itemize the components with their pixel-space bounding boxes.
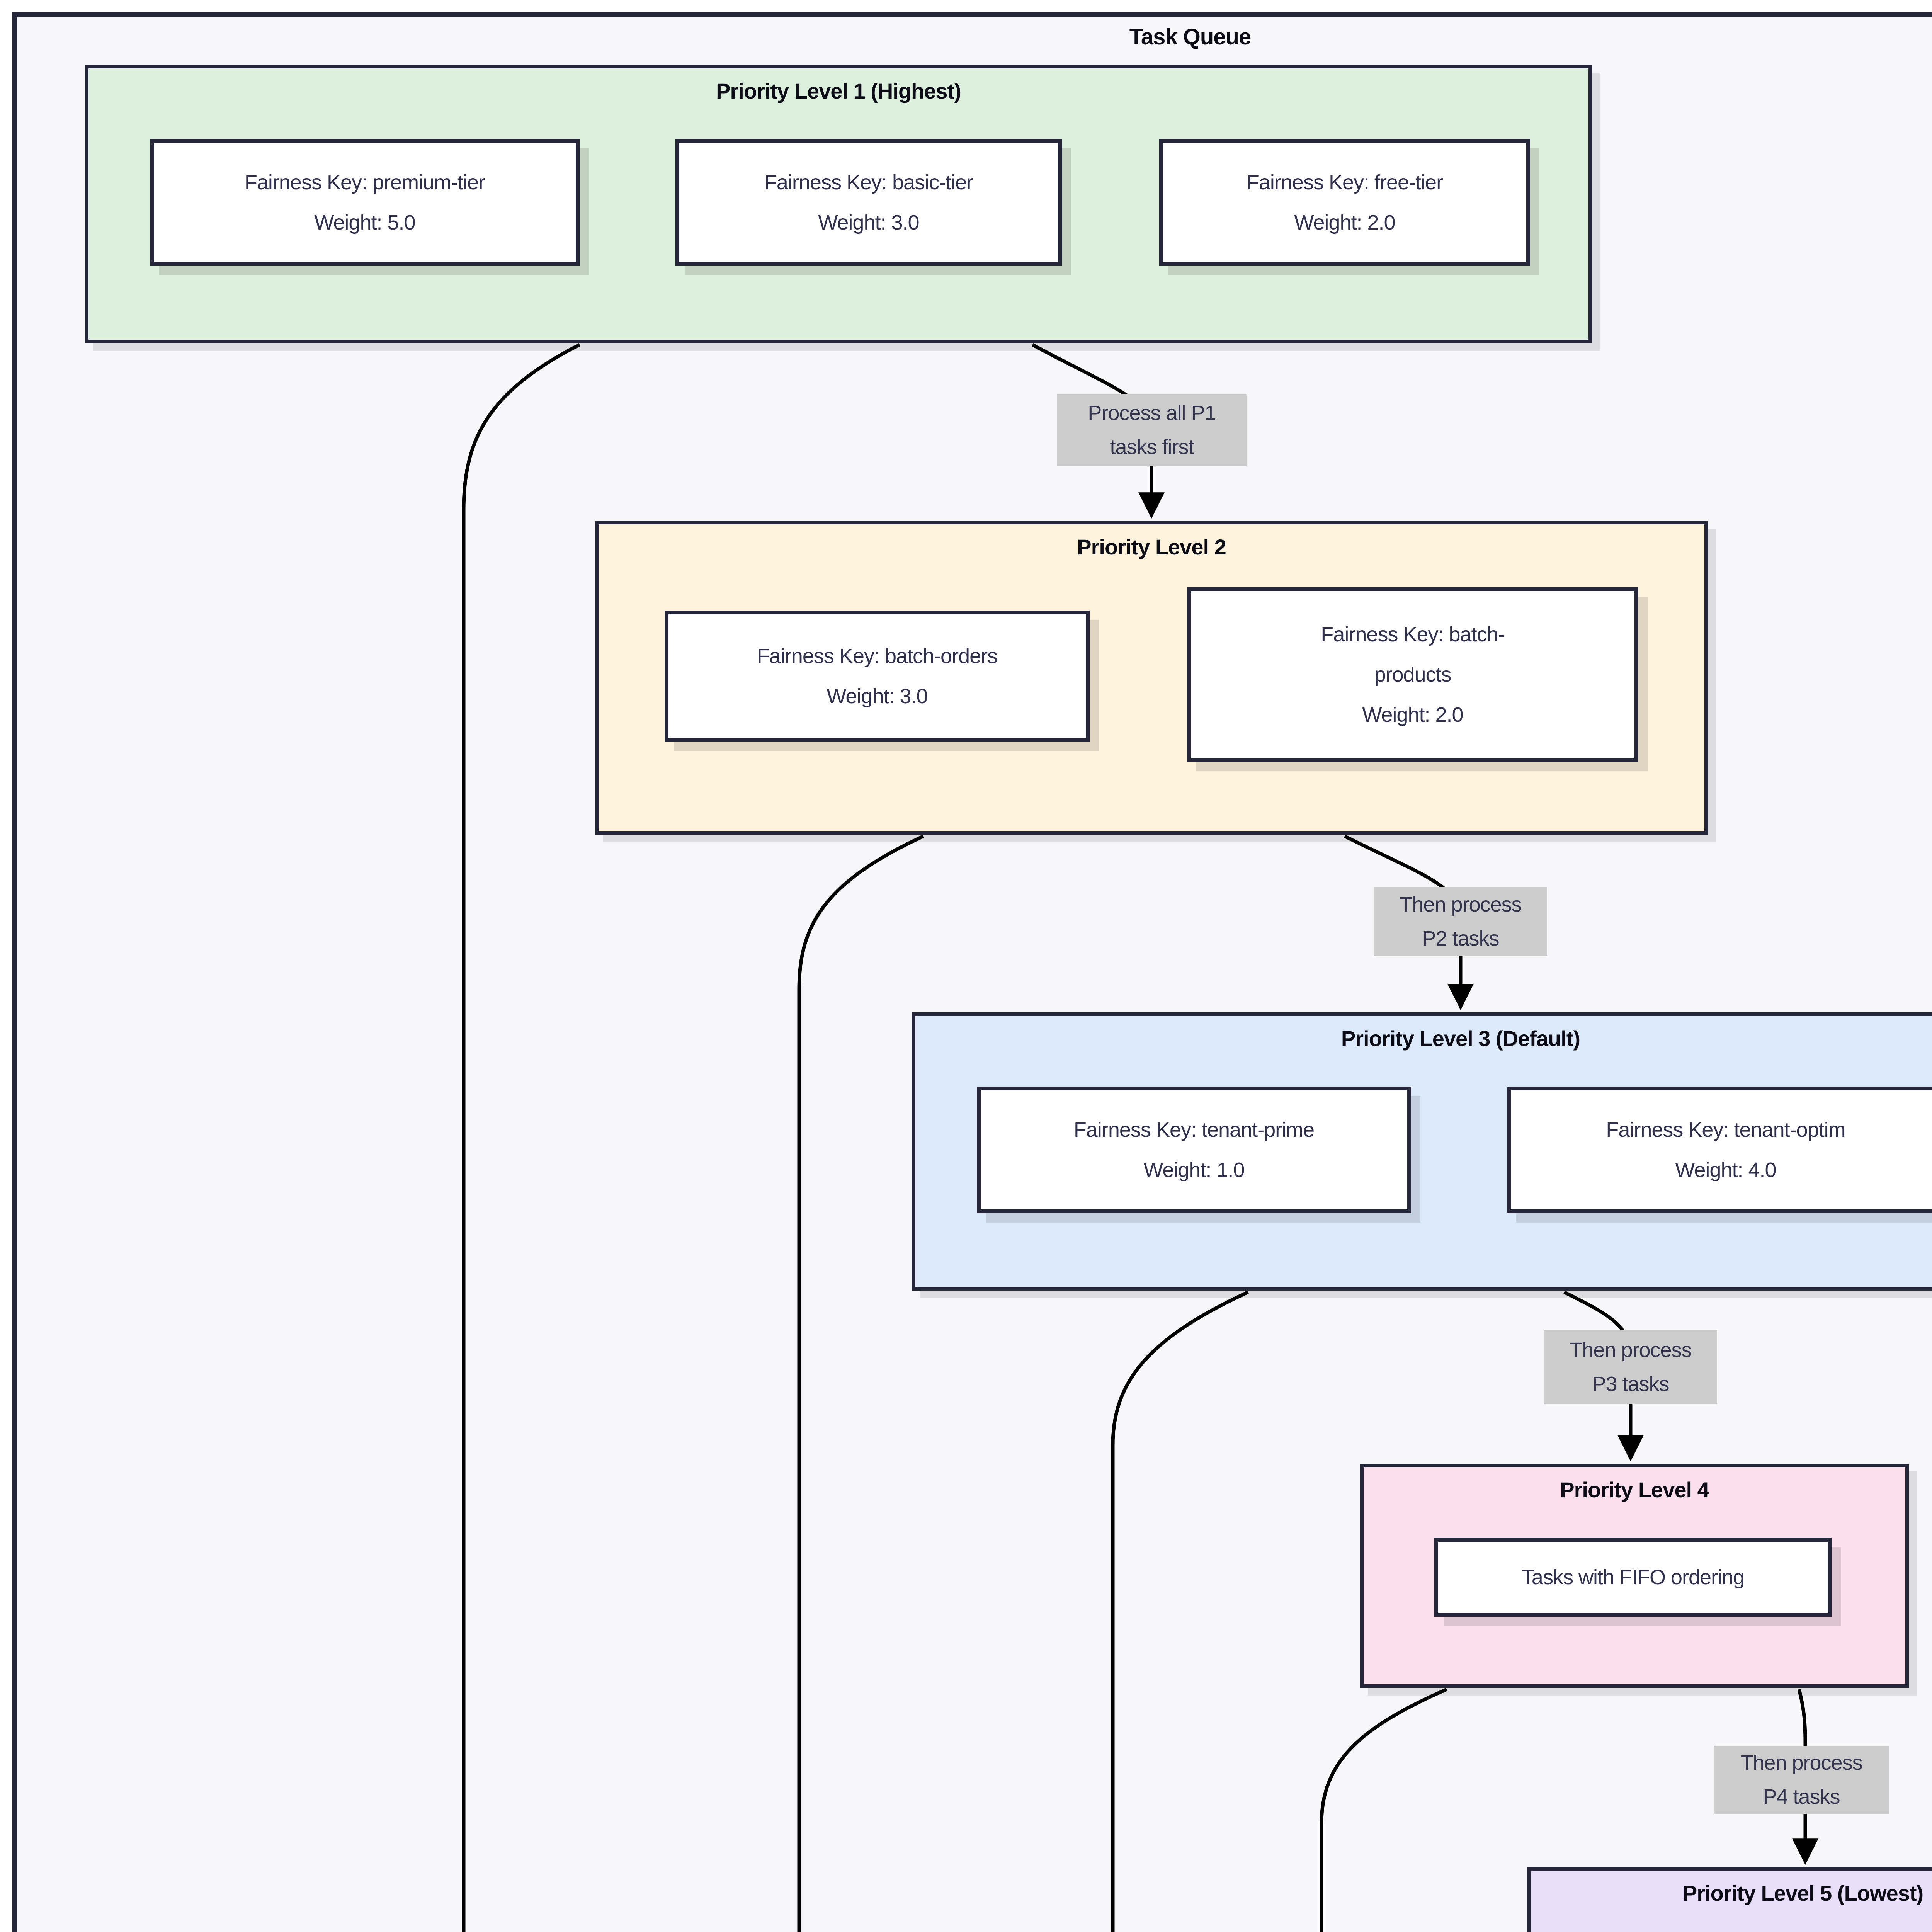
cluster-priority-2-label: Priority Level 2 <box>1077 535 1226 559</box>
node-premium-tier: Fairness Key: premium-tier Weight: 5.0 <box>150 139 580 266</box>
edge-label-line: P2 tasks <box>1422 927 1499 950</box>
cluster-priority-5-label: Priority Level 5 (Lowest) <box>1682 1881 1923 1905</box>
node-basic-tier: Fairness Key: basic-tier Weight: 3.0 <box>675 139 1062 266</box>
node-tenant-optim: Fairness Key: tenant-optim Weight: 4.0 <box>1507 1087 1932 1213</box>
edge-label-p1-p2: Process all P1 tasks first <box>1057 394 1247 466</box>
edge-label-line: P4 tasks <box>1763 1785 1840 1808</box>
node-line: Weight: 2.0 <box>1362 703 1463 726</box>
task-queue-title: Task Queue <box>1129 24 1252 49</box>
edge-label-line: Then process <box>1740 1751 1862 1774</box>
node-line: Fairness Key: batch-orders <box>757 645 998 668</box>
cluster-priority-3-label: Priority Level 3 (Default) <box>1341 1026 1580 1051</box>
edge-label-line: Then process <box>1400 893 1522 916</box>
edge-label-line: Then process <box>1570 1338 1692 1362</box>
node-free-tier: Fairness Key: free-tier Weight: 2.0 <box>1159 139 1530 266</box>
edge-p2-to-workers <box>797 834 924 1932</box>
node-line: Fairness Key: tenant-optim <box>1606 1118 1845 1141</box>
node-line: Weight: 3.0 <box>827 685 928 708</box>
edge-label-p4-p5: Then process P4 tasks <box>1714 1746 1889 1814</box>
node-line: Fairness Key: tenant-prime <box>1073 1118 1315 1141</box>
edge-p4-to-workers <box>1320 1687 1447 1932</box>
node-line: Fairness Key: batch- <box>1321 623 1505 646</box>
node-line: Weight: 4.0 <box>1675 1158 1776 1182</box>
edge-p3-to-workers <box>1111 1290 1249 1932</box>
cluster-priority-5: Priority Level 5 (Lowest) <box>1527 1867 1932 1932</box>
edge-label-line: P3 tasks <box>1592 1372 1669 1396</box>
node-line: Weight: 1.0 <box>1143 1158 1245 1182</box>
node-batch-products: Fairness Key: batch- products Weight: 2.… <box>1187 587 1638 762</box>
node-batch-orders: Fairness Key: batch-orders Weight: 3.0 <box>665 611 1090 742</box>
node-line: Fairness Key: premium-tier <box>244 171 485 194</box>
edge-p4-to-p5 <box>1792 1689 1818 1865</box>
node-line: Weight: 3.0 <box>818 211 919 234</box>
edge-p1-to-workers <box>462 343 581 1932</box>
node-fifo-p4: Tasks with FIFO ordering <box>1434 1538 1832 1617</box>
node-line: products <box>1374 663 1451 686</box>
edge-label-line: tasks first <box>1110 435 1194 459</box>
edge-label-p3-p4: Then process P3 tasks <box>1544 1330 1717 1404</box>
edge-label-p2-p3: Then process P2 tasks <box>1374 887 1547 956</box>
edge-label-line: Process all P1 <box>1088 401 1216 425</box>
node-line: Fairness Key: free-tier <box>1246 171 1443 194</box>
node-line: Weight: 5.0 <box>314 211 415 234</box>
node-line: Fairness Key: basic-tier <box>764 171 973 194</box>
node-line: Tasks with FIFO ordering <box>1521 1566 1745 1589</box>
node-tenant-prime: Fairness Key: tenant-prime Weight: 1.0 <box>977 1087 1411 1213</box>
cluster-priority-1-label: Priority Level 1 (Highest) <box>716 79 961 103</box>
node-line: Weight: 2.0 <box>1294 211 1395 234</box>
cluster-priority-4-label: Priority Level 4 <box>1560 1478 1709 1502</box>
